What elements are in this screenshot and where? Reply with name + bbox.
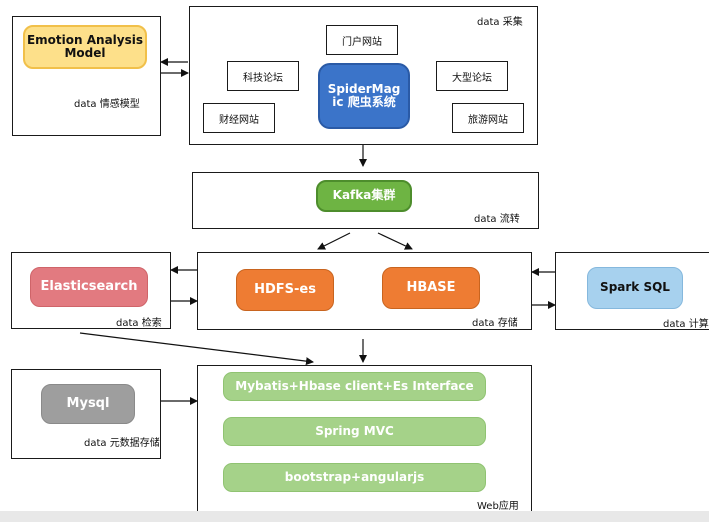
storage-panel: HDFS-es HBASE data 存储 bbox=[197, 252, 532, 330]
site-large-forum: 大型论坛 bbox=[436, 61, 508, 91]
collect-caption: data 采集 bbox=[477, 17, 523, 28]
web-layer-data-access: Mybatis+Hbase client+Es Interface bbox=[223, 372, 486, 401]
hdfs-node: HDFS-es bbox=[236, 269, 334, 311]
search-panel: Elasticsearch data 检索 bbox=[11, 252, 171, 329]
web-layer-spring-mvc: Spring MVC bbox=[223, 417, 486, 446]
kafka-caption: data 流转 bbox=[474, 214, 520, 225]
meta-caption: data 元数据存储 bbox=[84, 438, 160, 449]
spider-system-node: SpiderMagic 爬虫系统 bbox=[318, 63, 410, 129]
kafka-node: Kafka集群 bbox=[316, 180, 412, 212]
arrow-kafka-to-hdfs bbox=[317, 232, 351, 250]
spark-sql-node: Spark SQL bbox=[587, 267, 683, 309]
arrow-kafka-to-hbase bbox=[377, 232, 413, 250]
site-travel: 旅游网站 bbox=[452, 103, 524, 133]
elasticsearch-node: Elasticsearch bbox=[30, 267, 148, 307]
site-tech-forum: 科技论坛 bbox=[227, 61, 299, 91]
compute-caption: data 计算 bbox=[663, 319, 709, 330]
web-layer-frontend: bootstrap+angularjs bbox=[223, 463, 486, 492]
site-portal: 门户网站 bbox=[326, 25, 398, 55]
collect-panel: data 采集 门户网站 科技论坛 大型论坛 财经网站 旅游网站 SpiderM… bbox=[189, 6, 538, 145]
compute-panel: Spark SQL data 计算 bbox=[555, 252, 709, 330]
mysql-node: Mysql bbox=[41, 384, 135, 424]
bottom-strip bbox=[0, 511, 709, 522]
site-finance: 财经网站 bbox=[203, 103, 275, 133]
storage-caption: data 存储 bbox=[472, 318, 518, 329]
web-panel: Mybatis+Hbase client+Es Interface Spring… bbox=[197, 365, 532, 513]
emotion-model-node: Emotion Analysis Model bbox=[23, 25, 147, 69]
emotion-model-panel: Emotion Analysis Model data 情感模型 bbox=[12, 16, 161, 136]
meta-panel: Mysql data 元数据存储 bbox=[11, 369, 161, 459]
kafka-panel: Kafka集群 data 流转 bbox=[192, 172, 539, 229]
emotion-caption: data 情感模型 bbox=[74, 99, 140, 110]
arrow-search-to-web bbox=[79, 332, 314, 366]
search-caption: data 检索 bbox=[116, 318, 162, 329]
web-caption: Web应用 bbox=[477, 501, 519, 512]
hbase-node: HBASE bbox=[382, 267, 480, 309]
